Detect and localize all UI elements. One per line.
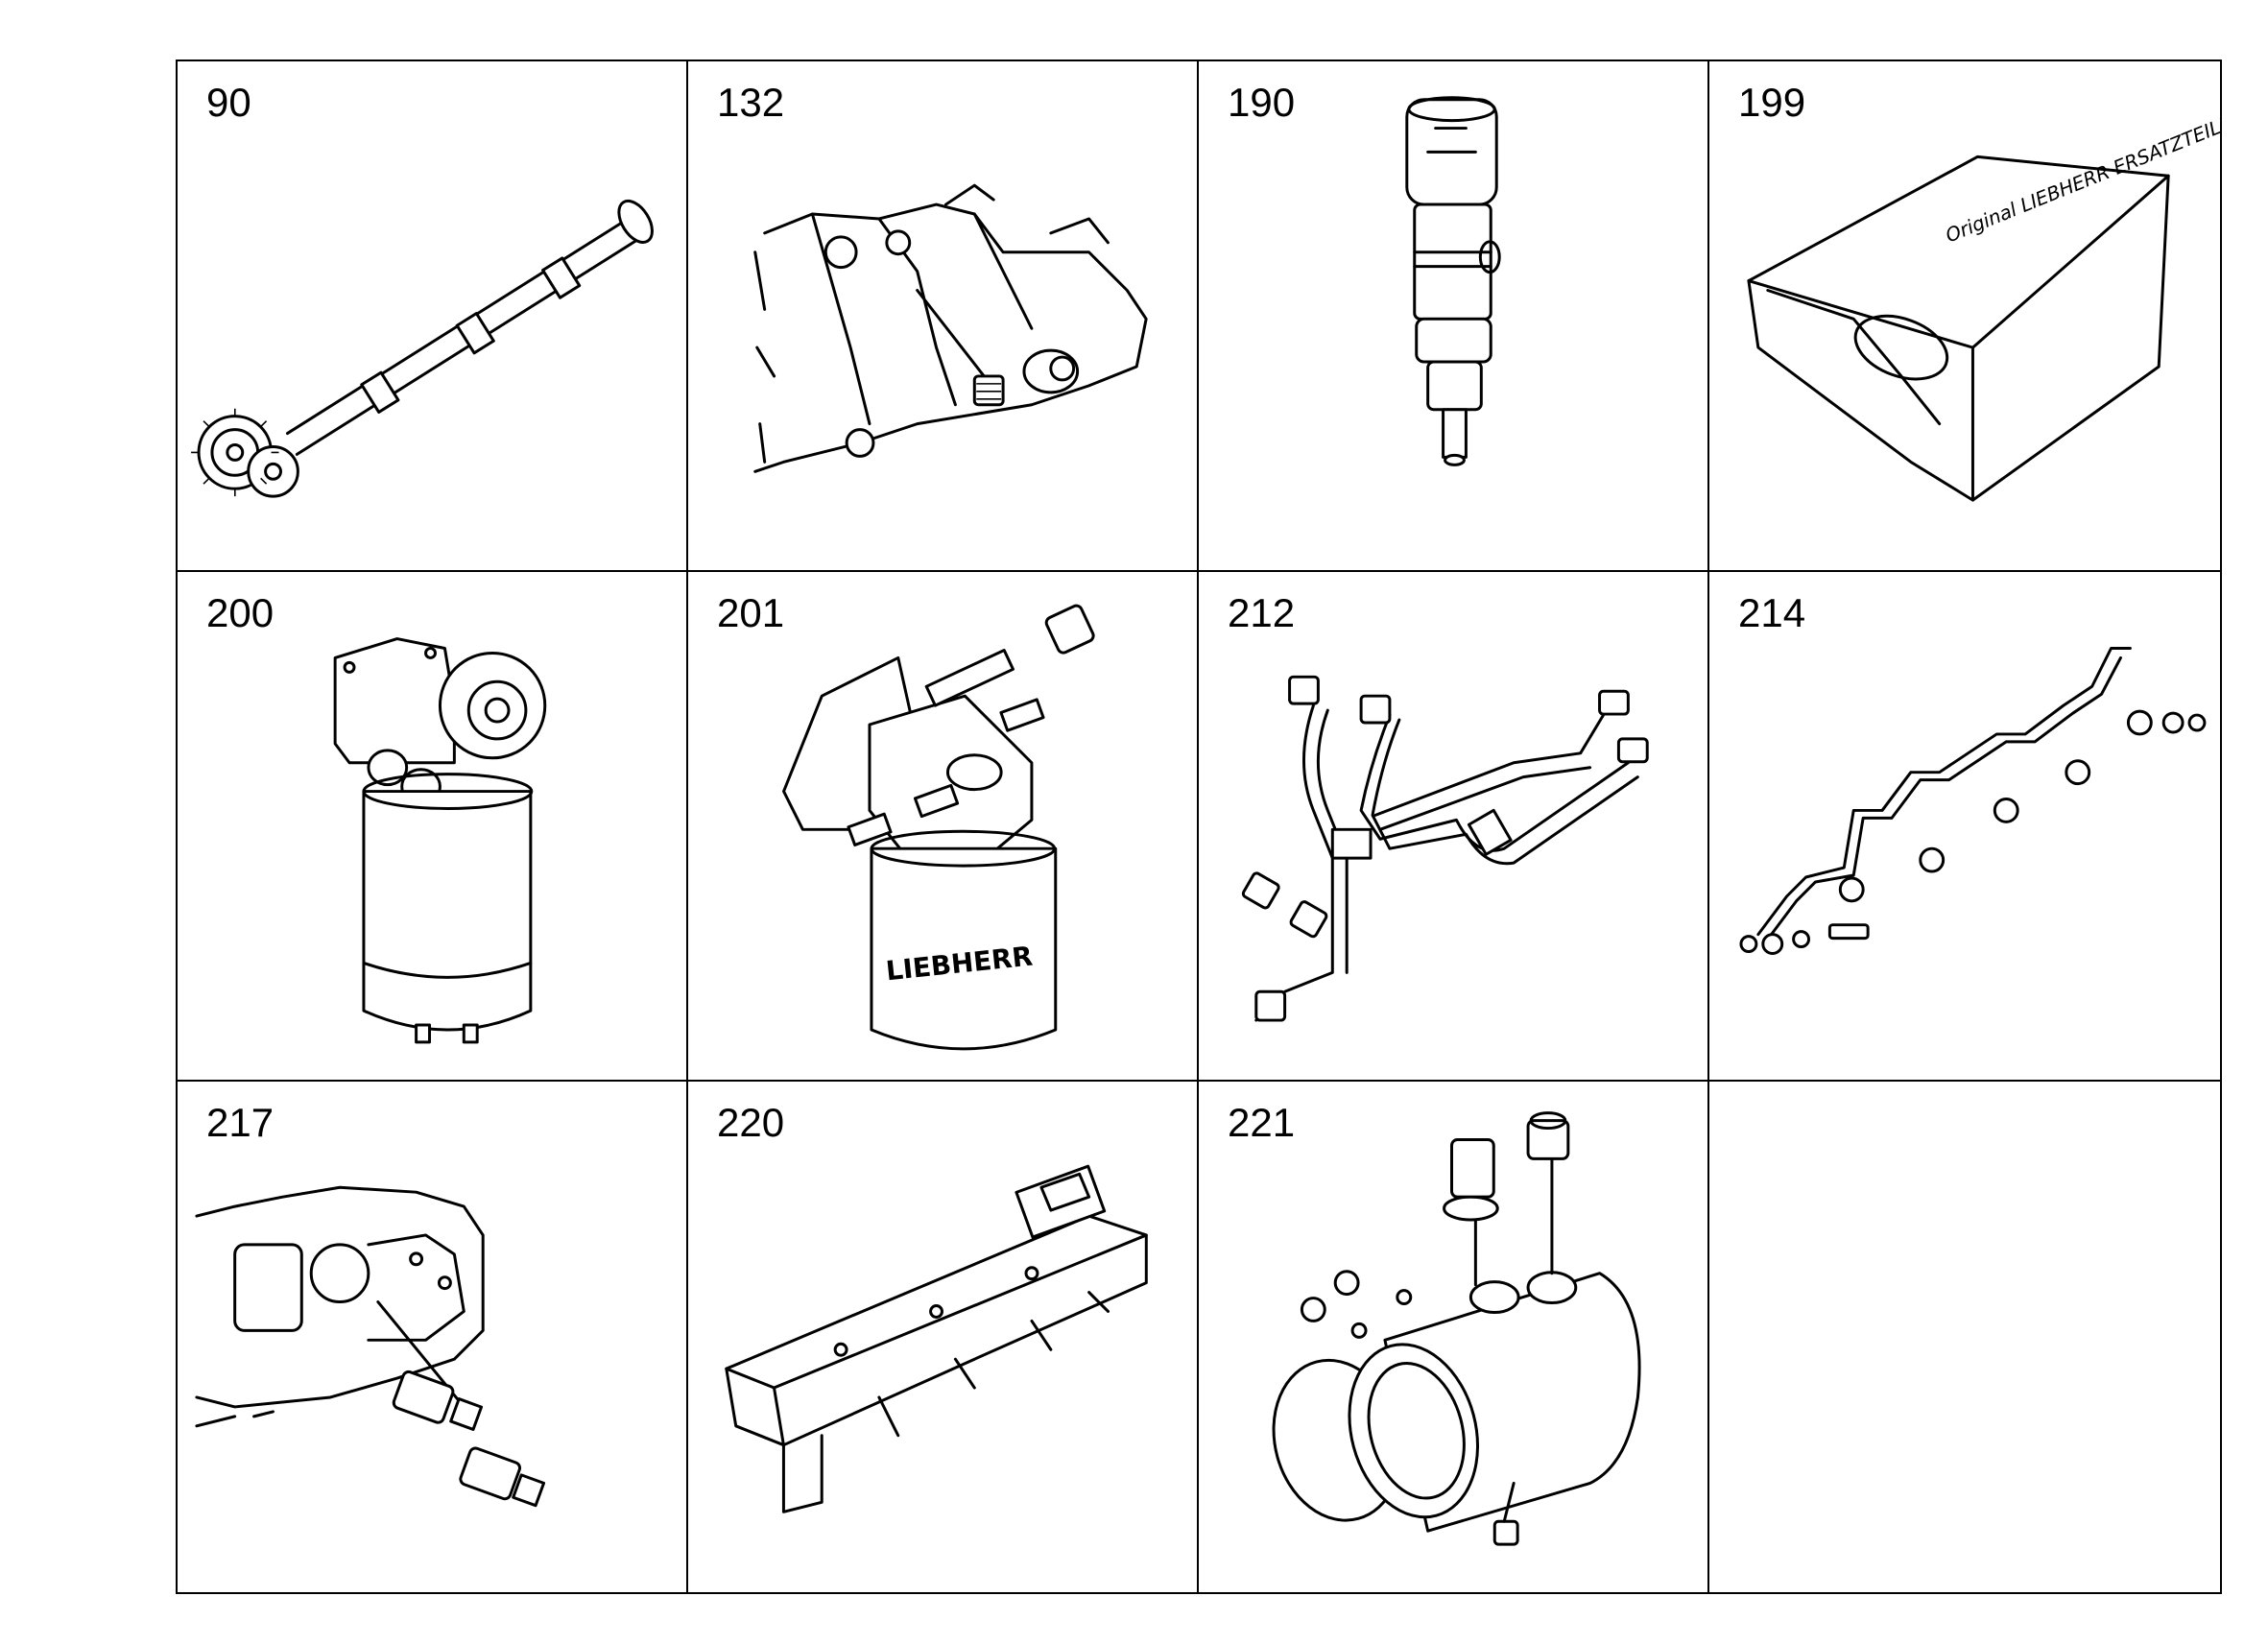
part-number: 201 [717,589,785,635]
part-number: 200 [206,589,275,635]
engine-block-plug-icon [753,183,1148,473]
part-cell-221[interactable]: 221 [1199,1082,1709,1592]
gasket-kit-box-icon: Original LIEBHERR ERSATZTEILE [1747,111,2220,502]
fuel-injector-icon [1405,96,1501,466]
part-cell-190[interactable]: 190 [1199,61,1709,572]
part-number: 190 [1228,80,1296,125]
part-cell-199[interactable]: 199 Original LIEBHERR ERSATZTEILE [1709,61,2220,572]
part-number: 221 [1228,1100,1296,1146]
part-number: 217 [206,1100,275,1146]
fuel-filter-housing-icon: LIEBHERR [782,604,1095,1050]
part-number: 220 [717,1100,785,1146]
gear-pump-shaft-icon [191,199,654,498]
part-number: 199 [1738,80,1806,125]
intake-manifold-icon [725,1165,1148,1514]
part-number: 132 [717,80,785,125]
part-cell-212[interactable]: 212 [1199,571,1709,1083]
part-number: 214 [1738,589,1806,635]
part-cell-214[interactable]: 214 [1709,572,2220,1083]
connection-pipe-icon [1272,1111,1641,1546]
part-number: 90 [206,80,251,125]
part-cell-201[interactable]: 201 LIEBHERR [688,571,1199,1083]
part-cell-200[interactable]: 200 [178,571,688,1083]
part-cell-90[interactable]: 90 [178,61,688,572]
parts-grid: 90 132 [176,60,2222,1594]
part-cell-empty [1709,1082,2220,1592]
part-number: 212 [1228,589,1296,635]
fuel-line-assembly-icon [1241,675,1649,1022]
part-cell-220[interactable]: 220 [688,1082,1199,1592]
pump-fitting-icon [195,1186,546,1508]
fuel-filter-icon [333,636,547,1044]
part-cell-132[interactable]: 132 [688,61,1199,572]
injection-lines-icon [1739,646,2207,955]
part-cell-217[interactable]: 217 [178,1082,688,1592]
